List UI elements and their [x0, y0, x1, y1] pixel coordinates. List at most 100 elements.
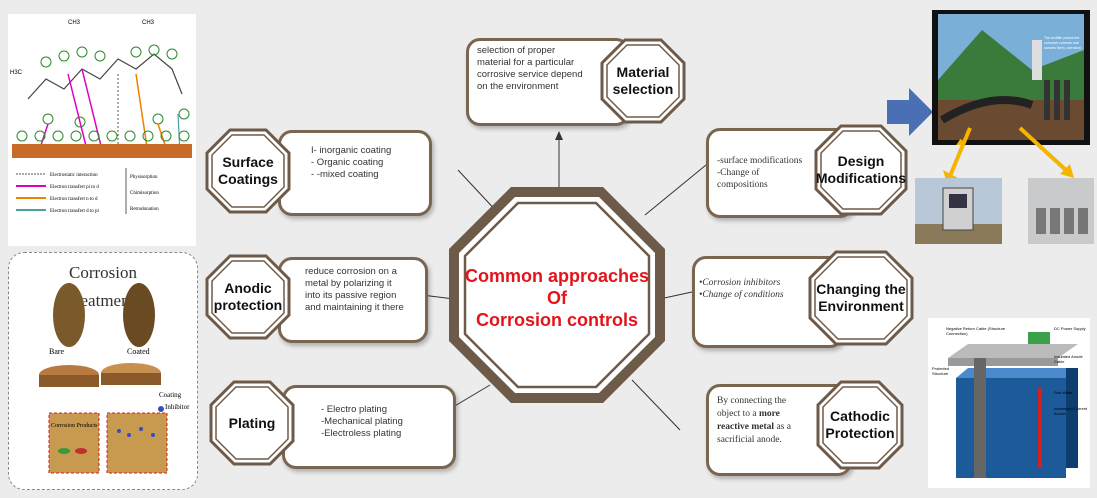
text-line: reduce corrosion on a [305, 266, 397, 277]
tank-label: DC Power Supply [1054, 326, 1086, 331]
legend-item: Electrostatic interaction [50, 173, 98, 178]
text-line: -Electroless plating [321, 428, 402, 439]
center-title: Common approaches Of Corrosion controls [445, 265, 669, 331]
coating-label: Coating [159, 391, 182, 399]
title-line: Protection [825, 425, 895, 441]
legend-item: Electron transfert n to d [50, 197, 98, 202]
cathodic-protection-text: By connecting the object to a more react… [717, 395, 791, 447]
anodes-photo [1028, 178, 1094, 244]
treatments-illustration [39, 283, 168, 474]
text-line: material for a particular [477, 57, 575, 68]
plating-title: Plating [228, 414, 276, 431]
coated-label: Coated [127, 347, 150, 356]
corrosion-treatments-image: Corrosion Treatments Bare Coated Coating… [8, 252, 198, 490]
blue-arrow-icon [887, 88, 933, 136]
text-line: selection of proper [477, 45, 556, 56]
anodic-protection-callout: reduce corrosion on a metal by polarizin… [278, 257, 428, 343]
text-line: object to a more [717, 408, 791, 421]
chem-legend: Electrostatic interaction Electron trans… [50, 170, 99, 218]
legend-right-item: Chimisorption [130, 191, 159, 196]
center-octagon-frame [449, 187, 665, 403]
text-segment: as a [774, 422, 791, 432]
title-line: Changing the [816, 281, 906, 297]
text-emphasis: reactive metal [717, 422, 775, 432]
design-modifications-text: -surface modifications -Change of compos… [717, 155, 802, 191]
impressed-current-tank-image: Negative Return Cable (Structure Connect… [928, 318, 1090, 488]
text-line: metal by polarizing it [305, 278, 392, 289]
title-line: Surface [222, 154, 274, 170]
title-line: protection [213, 297, 283, 313]
rectifier-photo [915, 178, 1002, 244]
arrow-material [555, 131, 563, 140]
plating-octagon: Plating [209, 380, 295, 466]
title-line: Coatings [218, 171, 278, 187]
anodic-protection-text: reduce corrosion on a metal by polarizin… [305, 266, 404, 314]
title-line: Design [837, 153, 885, 169]
legend-right-item: Retrodonation [130, 207, 159, 212]
text-line: - Organic coating [311, 157, 384, 168]
bare-label: Bare [49, 347, 65, 356]
molecule-diagram [8, 14, 196, 246]
h3c-label: H3C [10, 70, 23, 76]
text-line: •Corrosion inhibitors [699, 278, 781, 288]
center-title-line2: Of [547, 288, 567, 308]
text-line: - Electro plating [321, 404, 388, 415]
material-selection-text: selection of proper material for a parti… [477, 45, 583, 93]
text-line: reactive metal as a [717, 421, 791, 434]
text-line: -Change of [717, 168, 760, 178]
pipeline-image: The rectifier pulses the corrosive curre… [932, 10, 1090, 172]
title-line: Environment [818, 298, 904, 314]
inhibitor-label: Inhibitor [165, 403, 190, 411]
chem-adsorption-image: CH3 CH3 H3C Electrostatic interaction El… [8, 14, 196, 246]
pipeline-caption: The rectifier pulses the corrosive curre… [1044, 36, 1081, 50]
title-line: Material [616, 64, 670, 80]
line-design [644, 164, 707, 216]
chem-legend-right: Physisorption Chimisorption Retrodonatio… [130, 170, 159, 218]
text-line: corrosive service depend [477, 69, 583, 80]
text-line: - -mixed coating [311, 169, 379, 180]
surface-coatings-callout: I- inorganic coating - Organic coating -… [278, 130, 432, 216]
text-line: I- inorganic coating [311, 145, 392, 156]
text-line: -surface modifications [717, 156, 803, 166]
text-line: •Change of conditions [699, 290, 784, 300]
text-line: By connecting the [717, 396, 787, 406]
tank-illustration [928, 318, 1090, 488]
changing-environment-text: •Corrosion inhibitors •Change of conditi… [699, 277, 784, 301]
surface-coatings-text: I- inorganic coating - Organic coating -… [311, 145, 391, 181]
center-title-line3: Corrosion controls [475, 310, 638, 330]
text-line: into its passive region [305, 290, 397, 301]
tank-label: Protected Structure [932, 366, 950, 376]
text-line: sacrificial anode. [717, 435, 782, 445]
title-line: Anodic [224, 280, 272, 296]
tank-label: Impressed Current Anode [1054, 406, 1088, 416]
legend-right-item: Physisorption [130, 175, 158, 180]
text-line: -Mechanical plating [321, 416, 403, 427]
text-line: on the environment [477, 81, 559, 92]
treatments-title-line1: Corrosion [69, 263, 137, 282]
text-line: compositions [717, 180, 768, 190]
ch3-label-b: CH3 [142, 20, 155, 26]
plating-callout: - Electro plating -Mechanical plating -E… [282, 385, 456, 469]
center-title-line1: Common approaches [464, 266, 650, 286]
products-label: Corrosion Products [51, 423, 98, 429]
tank-label: Negative Return Cable (Structure Connect… [946, 326, 1006, 336]
title-line: Cathodic [830, 408, 890, 424]
yellow-arrows [943, 126, 1074, 180]
tank-label: Sea Water [1054, 390, 1073, 395]
ch3-label-a: CH3 [68, 20, 81, 26]
cathodic-protection-callout: By connecting the object to a more react… [706, 384, 852, 476]
line-cathodic [631, 379, 681, 431]
tank-label: Insulated Anode Cable [1054, 354, 1083, 364]
title-line: selection [612, 81, 674, 97]
